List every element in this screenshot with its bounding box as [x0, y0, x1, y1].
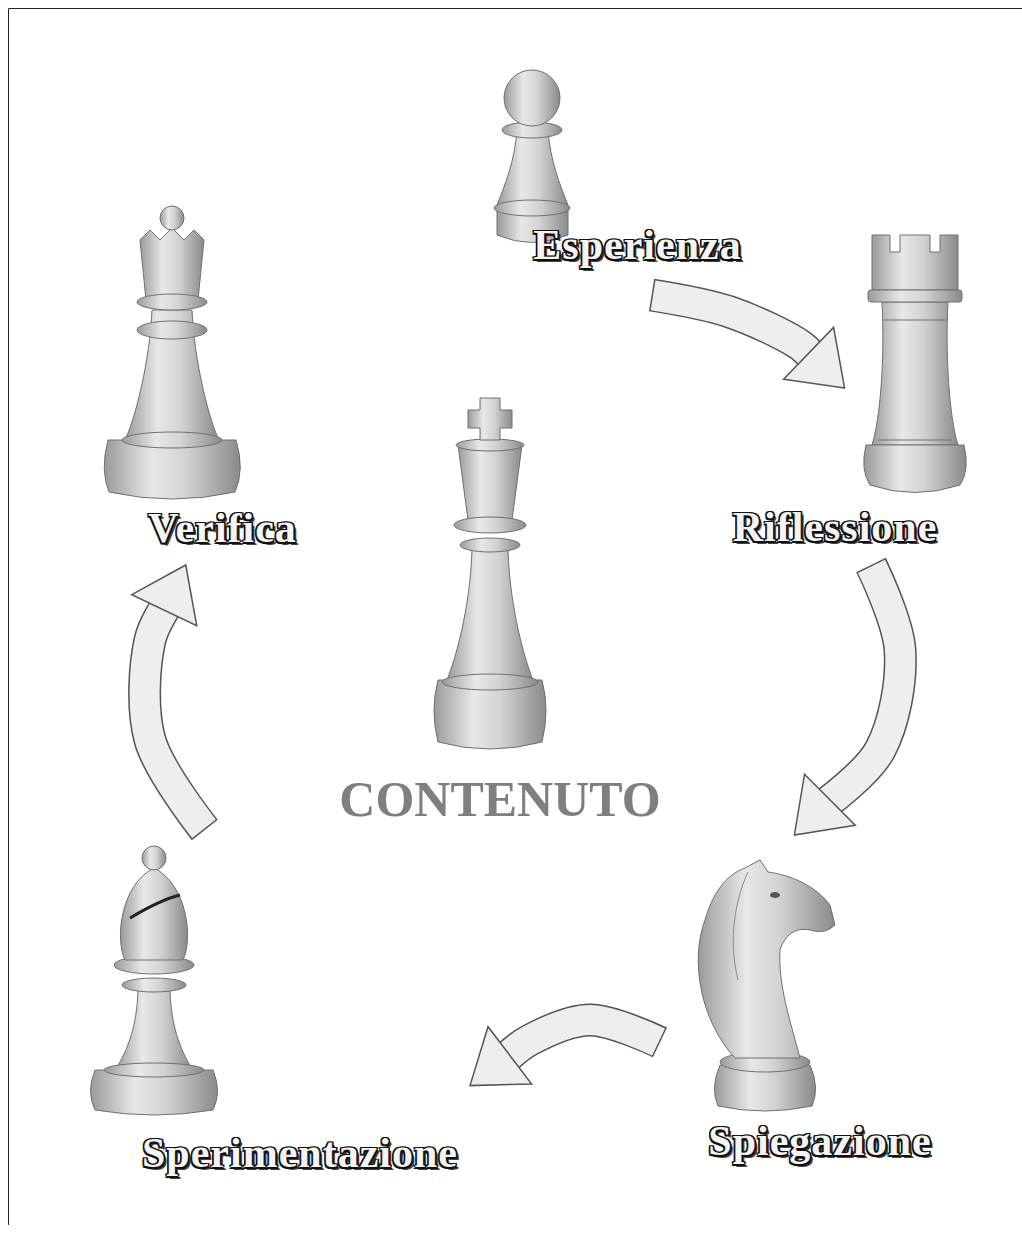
arrow-shaft — [653, 295, 812, 356]
stage-label: Esperienza — [520, 215, 755, 295]
pawn-piece — [494, 70, 570, 243]
center-text: CONTENUTO — [339, 771, 660, 829]
frame-line — [9, 9, 1022, 1226]
cycle-arrow — [132, 565, 205, 830]
stage-text: Verifica — [148, 504, 297, 552]
stage-text: Sperimentazione — [142, 1129, 458, 1177]
arrow-head — [470, 1027, 532, 1086]
cycle-arrow — [794, 565, 900, 835]
stage-label: Riflessione — [715, 388, 955, 565]
arrow-shaft-outline — [652, 295, 813, 357]
queen-piece — [104, 206, 240, 499]
arrow-shaft — [506, 1020, 659, 1058]
rook-piece — [864, 235, 967, 493]
bishop-piece — [91, 846, 218, 1115]
cycle-arrow — [652, 295, 845, 388]
stage-text: Esperienza — [533, 221, 741, 269]
arrow-shaft — [826, 566, 900, 803]
arrow-shaft-outline — [145, 606, 205, 830]
stage-text: Spiegazione — [708, 1117, 931, 1165]
arrow-head — [794, 774, 855, 835]
arrow-shaft — [145, 606, 204, 829]
arrow-shaft-outline — [506, 1020, 660, 1058]
arrow-head — [132, 565, 197, 626]
knight-piece — [698, 860, 835, 1111]
king-piece — [434, 398, 546, 749]
arrow-shaft-outline — [826, 565, 900, 803]
stage-label: Sperimentazione — [130, 830, 470, 1185]
stage-label: Spiegazione — [660, 835, 980, 1175]
center-title: CONTENUTO — [320, 768, 680, 832]
stage-label: Verifica — [135, 500, 310, 565]
arrow-head — [784, 327, 845, 388]
cycle-arrow — [470, 1020, 660, 1086]
stage-text: Riflessione — [733, 503, 938, 551]
